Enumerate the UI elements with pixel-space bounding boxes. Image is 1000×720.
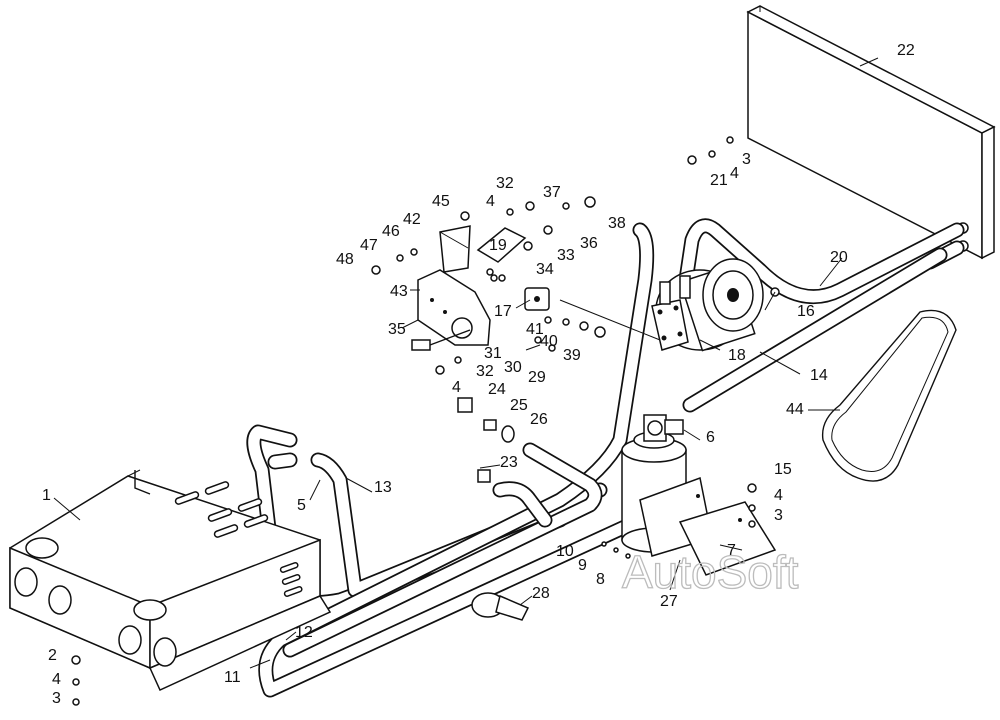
callout-4d: 4: [730, 165, 739, 182]
callout-24: 24: [488, 381, 506, 398]
callout-41: 41: [526, 321, 544, 338]
callout-32: 32: [496, 175, 514, 192]
callout-4e: 4: [774, 487, 783, 504]
callout-16: 16: [797, 303, 815, 320]
callout-45: 45: [432, 193, 450, 210]
callout-37: 37: [543, 184, 561, 201]
callout-32b: 32: [476, 363, 494, 380]
callout-15: 15: [774, 461, 792, 478]
callout-38: 38: [608, 215, 626, 232]
callout-30: 30: [504, 359, 522, 376]
hose-clamp: [471, 592, 530, 621]
callout-20: 20: [830, 249, 848, 266]
callout-4: 4: [52, 671, 61, 688]
callout-17: 17: [494, 303, 512, 320]
callout-3b: 3: [742, 151, 751, 168]
callout-29: 29: [528, 369, 546, 386]
callout-12: 12: [295, 624, 313, 641]
vent-outlets: [14, 537, 177, 667]
callout-44: 44: [786, 401, 804, 418]
callout-48: 48: [336, 251, 354, 268]
vent-slots: [174, 481, 303, 597]
callout-labels: 1 2 3 4 5 6 7 8 9 10 11 12 13 14 15 16 1…: [42, 42, 915, 707]
callout-19: 19: [489, 237, 507, 254]
callout-1: 1: [42, 487, 51, 504]
compressor: [651, 258, 764, 352]
callout-31: 31: [484, 345, 502, 362]
callout-22: 22: [897, 42, 915, 59]
callout-42: 42: [403, 211, 421, 228]
callout-3c: 3: [774, 507, 783, 524]
callout-5: 5: [297, 497, 306, 514]
callout-2: 2: [48, 647, 57, 664]
watermark: AutoSoft: [622, 546, 799, 598]
callout-7: 7: [727, 542, 736, 559]
callout-23: 23: [500, 454, 518, 471]
compressor-mount-bracket: [411, 225, 550, 351]
callout-33: 33: [557, 247, 575, 264]
condenser-panel: [746, 5, 996, 260]
callout-3: 3: [52, 690, 61, 707]
callout-21: 21: [710, 172, 728, 189]
callout-26: 26: [530, 411, 548, 428]
callout-43: 43: [390, 283, 408, 300]
drive-belt: [821, 309, 957, 482]
refrigerant-hoses: [246, 218, 965, 698]
callout-6: 6: [706, 429, 715, 446]
callout-13: 13: [374, 479, 392, 496]
callout-18: 18: [728, 347, 746, 364]
callout-36: 36: [580, 235, 598, 252]
callout-34: 34: [536, 261, 554, 278]
callout-14: 14: [810, 367, 828, 384]
fasteners: [71, 136, 780, 706]
callout-9: 9: [578, 557, 587, 574]
callout-4b: 4: [486, 193, 495, 210]
callout-28: 28: [532, 585, 550, 602]
drier-bracket: [639, 476, 777, 576]
callout-35: 35: [388, 321, 406, 338]
callout-4c: 4: [452, 379, 461, 396]
callout-27: 27: [660, 593, 678, 610]
evaporator-unit: [9, 469, 332, 691]
callout-47: 47: [360, 237, 378, 254]
callout-46: 46: [382, 223, 400, 240]
callout-8: 8: [596, 571, 605, 588]
callout-39: 39: [563, 347, 581, 364]
callout-40: 40: [540, 333, 558, 350]
callout-25: 25: [510, 397, 528, 414]
callout-11: 11: [224, 669, 241, 686]
leader-lines: [53, 57, 879, 669]
callout-10: 10: [556, 543, 574, 560]
